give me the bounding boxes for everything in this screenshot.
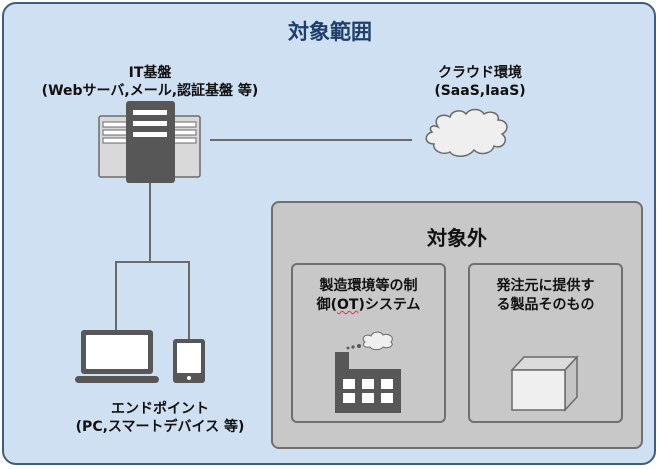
ot-system-line2: 御(OT)システム	[291, 296, 446, 315]
endpoint-connector	[115, 182, 190, 340]
product-label: 発注元に提供す る製品そのもの	[468, 277, 623, 315]
scope-title: 対象範囲	[288, 20, 372, 44]
it-infra-title: IT基盤	[128, 65, 172, 81]
endpoint-subtitle: (PC,スマートデバイス 等)	[75, 419, 245, 435]
ot-text-abbr: OT	[336, 297, 359, 313]
cloud-subtitle: (SaaS,IaaS)	[434, 83, 526, 99]
product-line2: る製品そのもの	[496, 297, 595, 313]
it-infra-subtitle: (Webサーバ,メール,認証基盤 等)	[41, 83, 259, 99]
out-of-scope-title: 対象外	[427, 226, 487, 250]
ot-system-label: 製造環境等の制 御(OT)システム	[291, 277, 446, 315]
server-icon	[98, 101, 201, 183]
it-infra-label: IT基盤 (Webサーバ,メール,認証基盤 等)	[40, 64, 260, 100]
ot-text-post: )システム	[358, 297, 421, 313]
laptop-icon	[75, 330, 159, 383]
endpoint-label: エンドポイント (PC,スマートデバイス 等)	[40, 400, 280, 436]
endpoint-title: エンドポイント	[111, 401, 209, 417]
tablet-icon	[173, 339, 205, 383]
cloud-label: クラウド環境 (SaaS,IaaS)	[400, 64, 560, 100]
cloud-title: クラウド環境	[438, 65, 522, 81]
ot-system-line1: 製造環境等の制	[319, 278, 418, 294]
product-line1: 発注元に提供す	[496, 278, 595, 294]
cloud-icon	[425, 108, 508, 157]
ot-text-pre: 御(	[316, 297, 337, 313]
